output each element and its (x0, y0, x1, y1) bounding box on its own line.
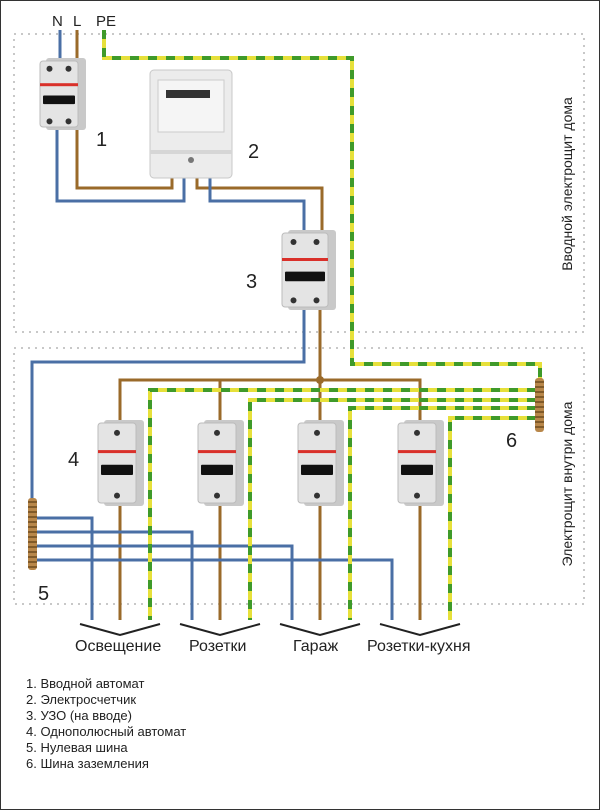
brace-circuit-3 (279, 623, 361, 637)
branch-breaker-3[interactable] (297, 420, 344, 506)
branch-breaker-4[interactable] (397, 420, 444, 506)
ground-busbar (535, 378, 544, 432)
neutral-meter-to-rcd (208, 178, 306, 232)
marker-6: 6 (506, 430, 517, 452)
marker-1: 1 (96, 129, 107, 151)
brace-circuit-4 (379, 623, 461, 637)
main-breaker-red-stripe (40, 83, 78, 87)
branch-breaker-2-red-stripe (198, 450, 236, 454)
circuit-label-3[interactable]: Гараж (293, 638, 338, 655)
devices (28, 58, 544, 570)
branch-breaker-4-bottom-screw-icon (414, 492, 420, 499)
branch-breaker-3-body (297, 422, 337, 504)
pe-circuit-3-stripe (348, 406, 536, 620)
main-breaker-toggle-lever (43, 95, 75, 105)
marker-2: 2 (248, 141, 259, 163)
legend-item-6: 6. Шина заземления (26, 756, 149, 771)
neutral-circuit-3 (36, 544, 294, 620)
input-pe-label: PE (96, 13, 116, 30)
lower-zone-label: Электрощит внутри дома (559, 401, 575, 566)
rcd-device[interactable] (281, 230, 336, 310)
neutral-circuit-4 (36, 558, 394, 620)
rcd-device-top-screw-icon (290, 239, 297, 245)
branch-breaker-1-toggle-lever (101, 464, 133, 476)
neutral-busbar-bar (28, 498, 37, 570)
branch-breaker-1-body (97, 422, 137, 504)
main-breaker[interactable] (39, 58, 86, 130)
main-breaker-body (39, 60, 79, 128)
branch-breaker-3-top-screw-icon (314, 429, 320, 436)
rcd-device-body (281, 232, 329, 308)
circuit-label-4[interactable]: Розетки-кухня (367, 638, 470, 655)
meter-terminal-cover-line (150, 150, 232, 154)
main-breaker-top-screw-icon (65, 65, 72, 72)
input-n-label: N (52, 13, 63, 30)
marker-5: 5 (38, 583, 49, 605)
marker-3: 3 (246, 271, 257, 293)
phase-junction (316, 376, 324, 384)
neutral-circuit-1 (36, 516, 94, 620)
branch-breaker-2[interactable] (197, 420, 244, 506)
branch-breaker-1-bottom-screw-icon (114, 492, 120, 499)
branch-breaker-2-bottom-screw-icon (214, 492, 220, 499)
meter-seal-icon (188, 157, 194, 163)
neutral-busbar (28, 498, 37, 570)
meter-counter-display (166, 90, 210, 98)
branch-breaker-2-toggle-lever (201, 464, 233, 476)
legend-item-4: 4. Однополюсный автомат (26, 724, 187, 739)
brace-circuit-1 (79, 623, 161, 637)
rcd-device-top-screw-icon (313, 239, 320, 245)
branch-breaker-4-top-screw-icon (414, 429, 420, 436)
marker-4: 4 (68, 449, 79, 471)
pe-circuit-1-stripe (148, 388, 536, 620)
neutral-circuit-2 (36, 530, 194, 620)
phase-breaker-to-meter (75, 130, 174, 190)
circuit-label-2[interactable]: Розетки (189, 638, 246, 655)
wires (30, 30, 542, 620)
pe-input-wire-stripe (102, 30, 542, 380)
circuit-label-1[interactable]: Освещение (75, 638, 161, 655)
electricity-meter[interactable] (149, 69, 233, 179)
branch-breaker-4-toggle-lever (401, 464, 433, 476)
neutral-rcd-to-busbar (30, 310, 306, 500)
branch-breaker-3-toggle-lever (301, 464, 333, 476)
branch-breaker-1-top-screw-icon (114, 429, 120, 436)
main-breaker-top-screw-icon (46, 65, 53, 72)
branch-breaker-4-red-stripe (398, 450, 436, 454)
legend-item-5: 5. Нулевая шина (26, 740, 128, 755)
branch-breaker-1-red-stripe (98, 450, 136, 454)
rcd-device-toggle-lever (285, 271, 325, 282)
brace-circuit-2 (179, 623, 261, 637)
legend-item-3: 3. УЗО (на вводе) (26, 708, 132, 723)
pe-circuit-4-stripe (448, 416, 536, 620)
legend-item-2: 2. Электросчетчик (26, 692, 137, 707)
upper-zone-label: Вводной электрощит дома (559, 97, 575, 271)
pe-circuit-4 (448, 416, 536, 620)
rcd-device-red-stripe (282, 258, 328, 261)
main-breaker-bottom-screw-icon (46, 118, 53, 125)
branch-breaker-1[interactable] (97, 420, 144, 506)
branch-breaker-3-red-stripe (298, 450, 336, 454)
legend: 1. Вводной автомат 2. Электросчетчик 3. … (26, 676, 186, 772)
branch-breaker-2-top-screw-icon (214, 429, 220, 436)
pe-circuit-2-stripe (248, 398, 536, 620)
neutral-breaker-to-meter (55, 130, 186, 203)
legend-item-1: 1. Вводной автомат (26, 676, 145, 691)
rcd-device-bottom-screw-icon (290, 297, 297, 304)
main-breaker-bottom-screw-icon (65, 118, 72, 125)
ground-busbar-bar (535, 378, 544, 432)
rcd-device-bottom-screw-icon (313, 297, 320, 304)
branch-breaker-3-bottom-screw-icon (314, 492, 320, 499)
branch-breaker-4-body (397, 422, 437, 504)
meter-face (157, 79, 225, 133)
branch-breaker-2-body (197, 422, 237, 504)
input-l-label: L (73, 13, 81, 30)
phase-meter-to-rcd (195, 178, 324, 232)
